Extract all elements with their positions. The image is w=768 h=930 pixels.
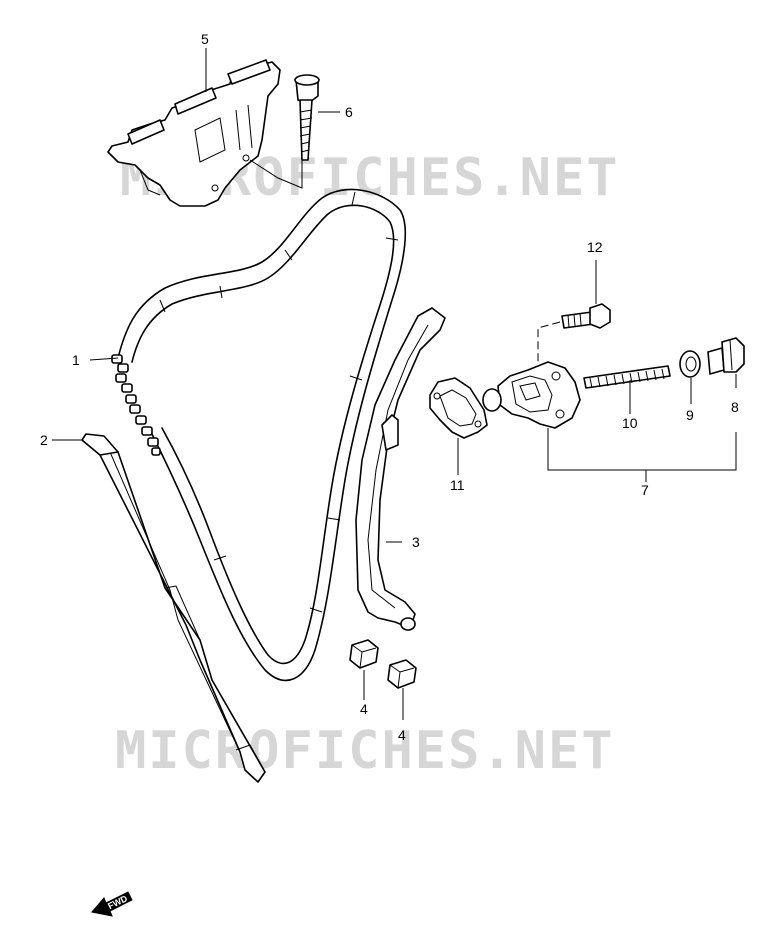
timing-chain <box>111 188 407 682</box>
callout-6: 6 <box>345 104 353 120</box>
callout-10: 10 <box>622 415 638 431</box>
chain-guide-front <box>81 433 266 783</box>
chain-guide-upper <box>107 59 281 207</box>
watermark-bottom: MICROFICHES.NET <box>115 721 615 781</box>
cap-bolt <box>707 337 745 375</box>
washer <box>679 350 701 378</box>
callout-1: 1 <box>72 352 80 368</box>
forward-arrow-icon: FWD <box>91 891 133 917</box>
spring <box>583 365 671 389</box>
leader-lines <box>52 48 737 720</box>
callout-4a: 4 <box>360 701 368 717</box>
callout-4b: 4 <box>398 727 406 743</box>
gasket <box>429 377 488 439</box>
callout-8: 8 <box>731 399 739 415</box>
bolt-12 <box>537 303 611 362</box>
damper-block-left <box>349 639 379 669</box>
callout-12: 12 <box>587 239 603 255</box>
callout-11: 11 <box>450 477 465 493</box>
callout-5: 5 <box>201 31 209 47</box>
callout-2: 2 <box>40 432 48 448</box>
tensioner-guide <box>355 307 446 631</box>
callout-9: 9 <box>686 407 694 423</box>
chain-links <box>111 354 161 456</box>
tensioner-body <box>482 361 581 429</box>
callout-3: 3 <box>412 534 420 550</box>
callout-7: 7 <box>641 482 649 498</box>
damper-block-right <box>387 659 417 689</box>
bolt-6 <box>249 74 320 189</box>
